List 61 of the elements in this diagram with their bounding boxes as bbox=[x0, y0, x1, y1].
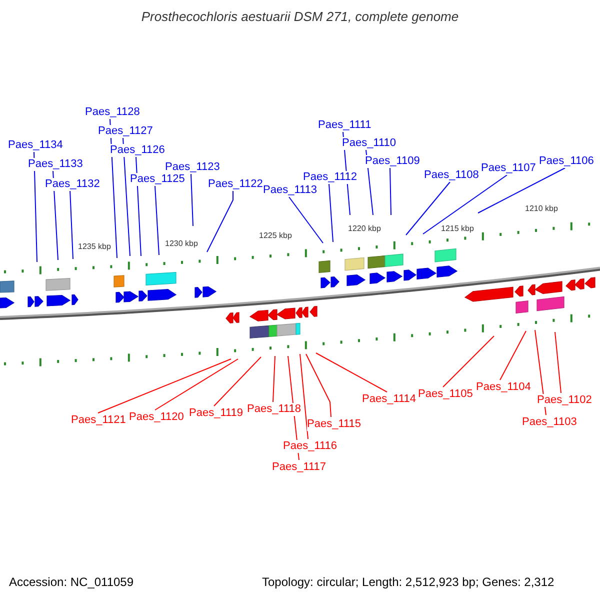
gene-label: Paes_1127 bbox=[98, 125, 153, 138]
genome-summary-text: Topology: circular; Length: 2,512,923 bp; Genes: 2,312 bbox=[262, 575, 554, 589]
tick-label: 1225 kbp bbox=[259, 231, 292, 240]
gene-label: Paes_1114 bbox=[362, 393, 416, 406]
gene-label: Paes_1109 bbox=[365, 155, 420, 168]
leader-line bbox=[206, 190, 234, 252]
gene-label: Paes_1111 bbox=[318, 119, 372, 132]
gene-label: Paes_1115 bbox=[307, 418, 362, 431]
leader-line bbox=[422, 174, 508, 234]
leader-line bbox=[122, 138, 130, 256]
leader-line bbox=[442, 336, 494, 388]
tick-label: 1220 kbp bbox=[348, 224, 381, 233]
leader-line bbox=[190, 174, 194, 226]
gene-label: Paes_1134 bbox=[8, 139, 63, 152]
gene-label: Paes_1106 bbox=[539, 155, 594, 168]
leader-line bbox=[500, 330, 526, 380]
tick-label: 1230 kbp bbox=[165, 239, 198, 248]
leader-line bbox=[70, 190, 74, 260]
leader-line bbox=[288, 196, 324, 244]
gene-label: Paes_1121 bbox=[71, 414, 126, 427]
leader-line bbox=[154, 186, 160, 256]
leader-line bbox=[300, 354, 308, 440]
gene-label: Paes_1123 bbox=[165, 161, 220, 174]
tick-label: 1210 kbp bbox=[525, 204, 558, 213]
gene-label: Paes_1102 bbox=[537, 394, 592, 407]
leader-line bbox=[406, 182, 450, 236]
gene-label: Paes_1112 bbox=[303, 171, 358, 184]
leader-line bbox=[316, 352, 388, 392]
gene-label: Paes_1128 bbox=[85, 106, 140, 119]
gene-label: Paes_1133 bbox=[28, 158, 83, 171]
gene-label: Paes_1105 bbox=[418, 388, 473, 401]
leader-line bbox=[554, 332, 562, 394]
title: Prosthecochloris aestuarii DSM 271, complete genome bbox=[140, 9, 460, 24]
gene-label: Paes_1103 bbox=[522, 416, 577, 429]
leader-line bbox=[34, 152, 38, 262]
gene-label: Paes_1107 bbox=[481, 162, 536, 175]
gene-label: Paes_1110 bbox=[342, 137, 396, 150]
gene-label: Paes_1116 bbox=[283, 440, 338, 453]
gene-label: Paes_1120 bbox=[129, 411, 184, 424]
gene-label: Paes_1118 bbox=[247, 403, 302, 416]
leader-line bbox=[478, 168, 566, 214]
leader-line bbox=[154, 358, 238, 410]
leader-line bbox=[214, 356, 262, 406]
leader-line bbox=[390, 168, 392, 216]
leader-line bbox=[98, 358, 232, 414]
gene-label: Paes_1108 bbox=[424, 169, 479, 182]
leader-line bbox=[328, 184, 334, 242]
gene-label: Paes_1119 bbox=[189, 407, 244, 420]
gene-label: Paes_1125 bbox=[130, 173, 185, 186]
tick-label: 1235 kbp bbox=[78, 242, 111, 251]
leader-line bbox=[136, 156, 142, 256]
gene-label: Paes_1126 bbox=[110, 144, 165, 157]
gene-label: Paes_1104 bbox=[476, 381, 531, 394]
tick-label: 1215 kbp bbox=[441, 224, 474, 233]
gene-label: Paes_1122 bbox=[208, 178, 263, 191]
accession-text: Accession: NC_011059 bbox=[9, 575, 134, 589]
leader-line bbox=[306, 354, 332, 418]
leader-line bbox=[272, 356, 276, 402]
gene-label: Paes_1113 bbox=[263, 184, 318, 197]
gene-label: Paes_1132 bbox=[45, 178, 100, 191]
gene-label: Paes_1117 bbox=[272, 461, 326, 474]
